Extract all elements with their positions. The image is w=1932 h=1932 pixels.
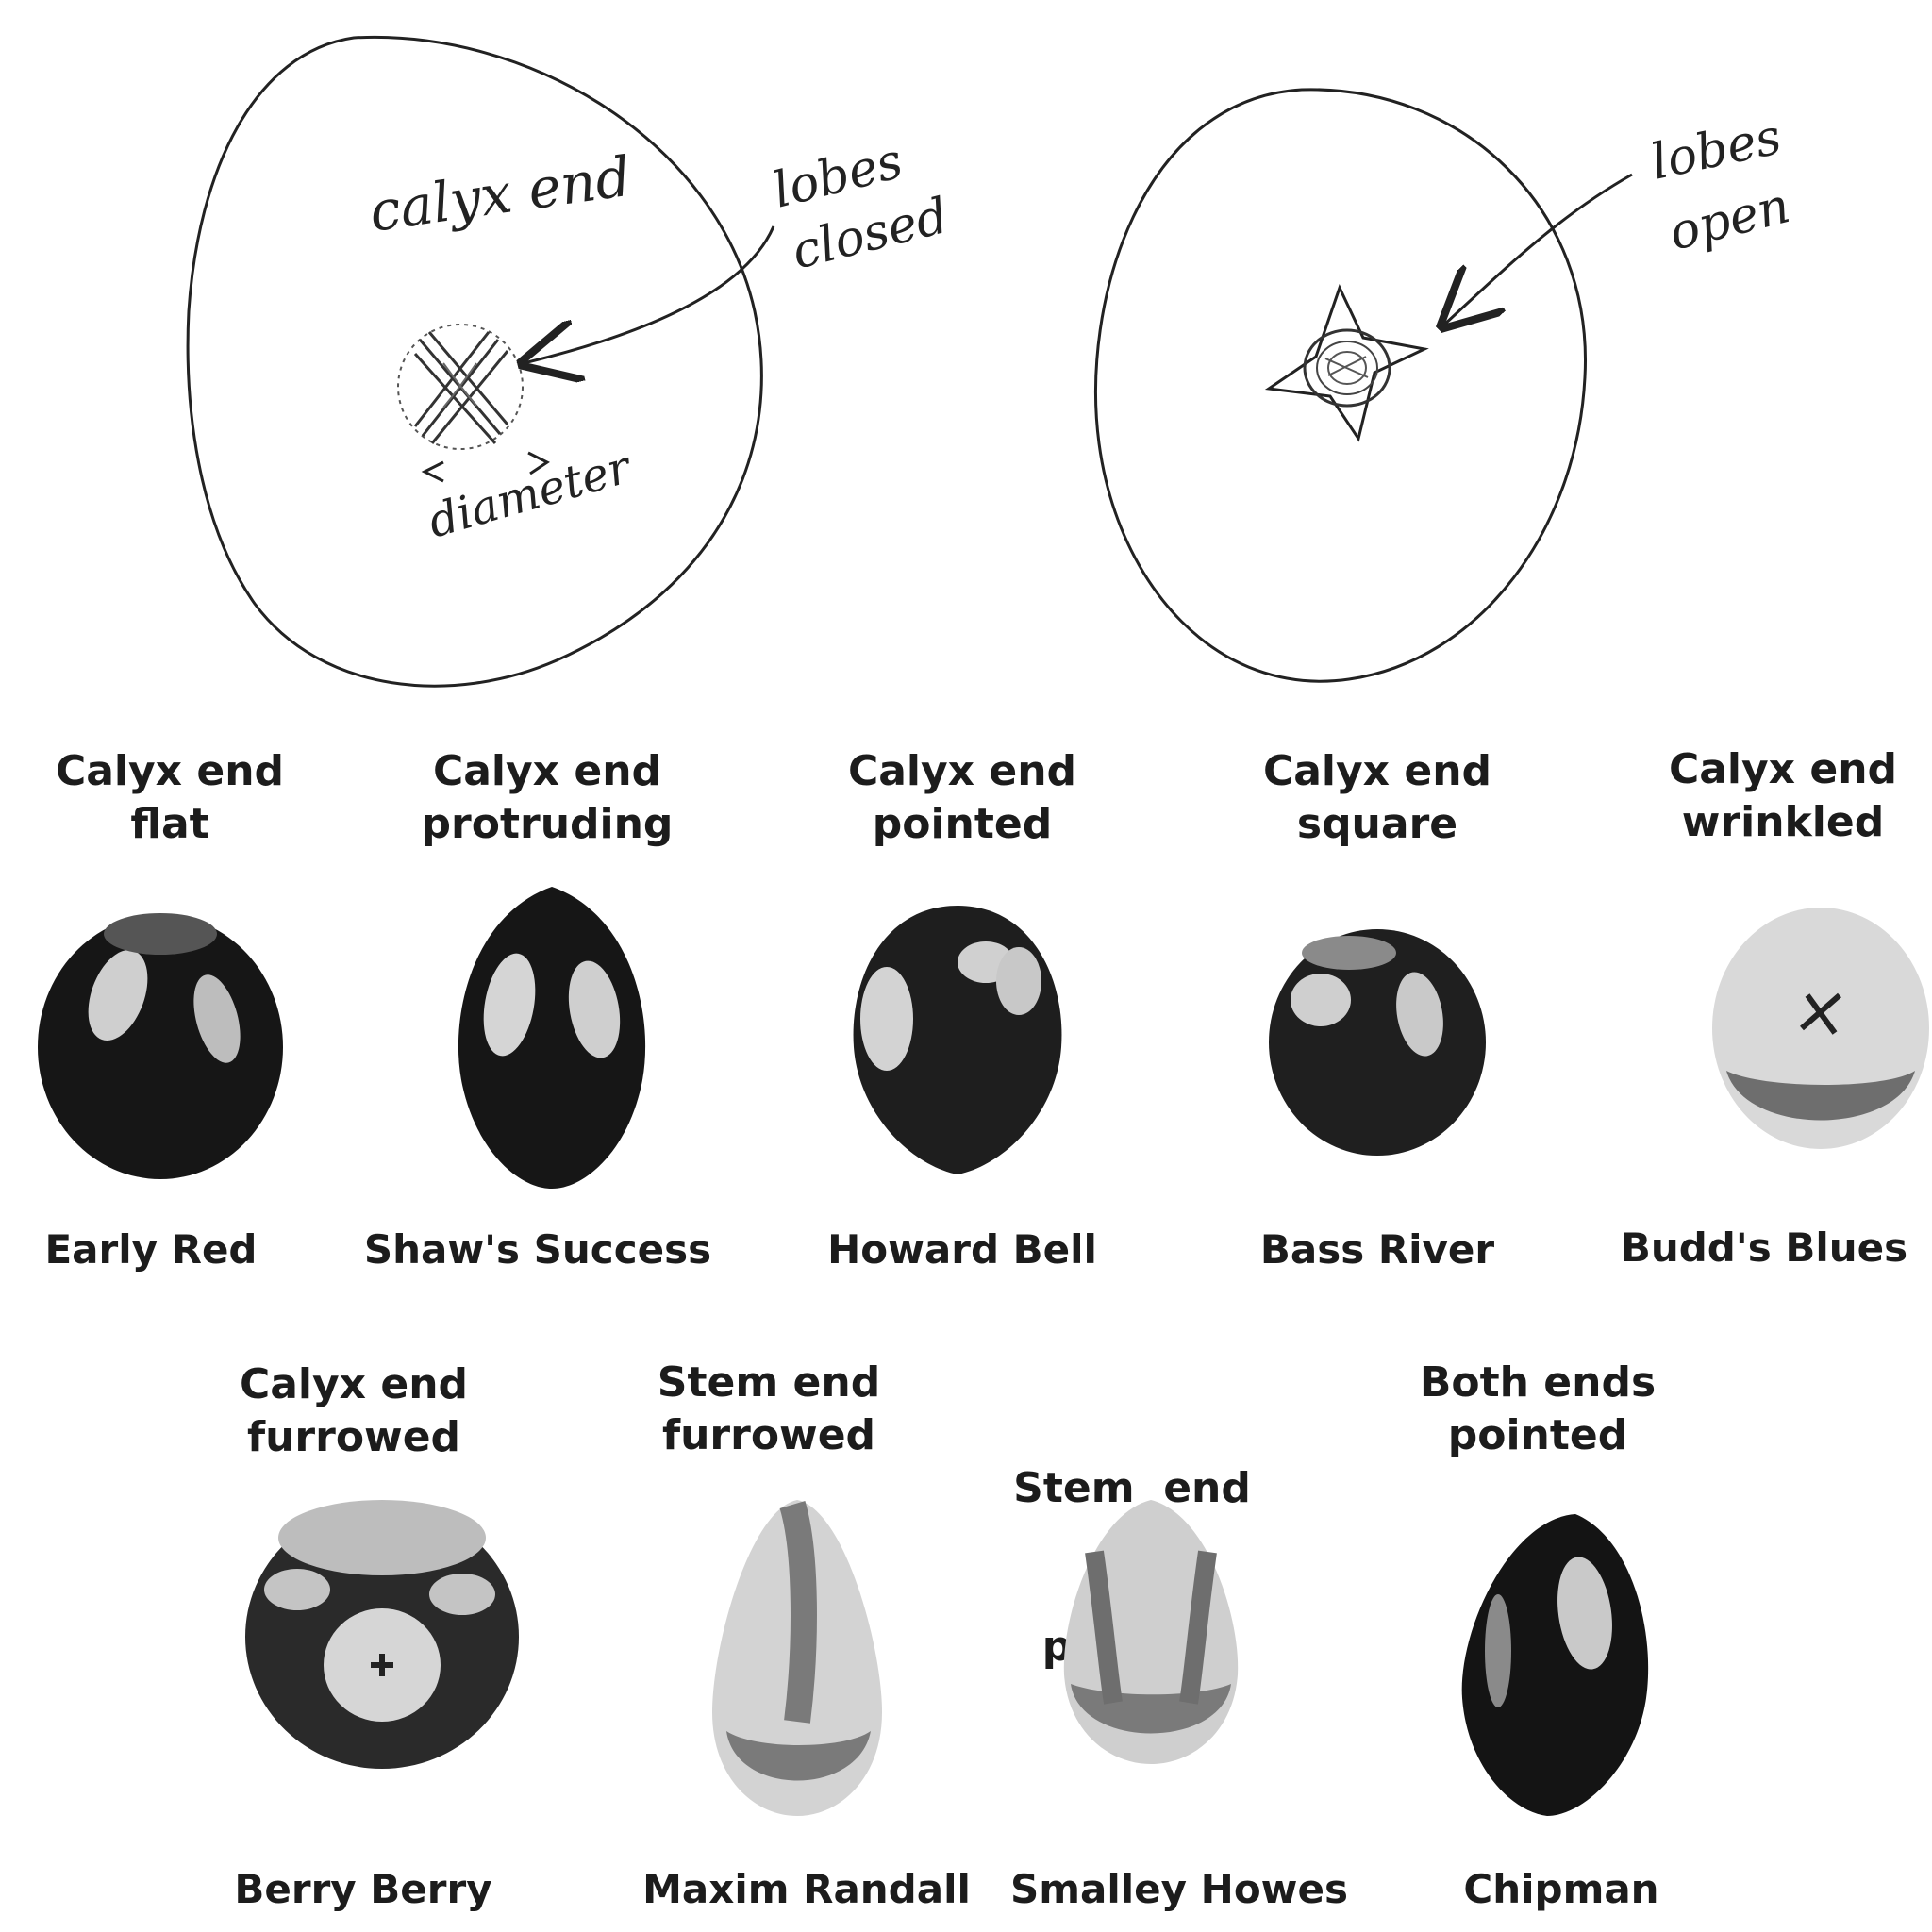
lobes-open-label-line2: open (1664, 177, 1796, 261)
caption-line: pointed (1447, 1411, 1628, 1459)
berry-photo-maxim-randall (712, 1500, 882, 1816)
caption-line: Calyx end (847, 747, 1077, 795)
caption-line: furrowed (246, 1413, 461, 1461)
caption-calyx-pointed: Calyx end pointed (821, 745, 1104, 851)
berry-outline-left (186, 35, 763, 688)
variety-name-maxim-randall: Maxim Randall (642, 1866, 971, 1912)
berry-photo-early-red (38, 913, 283, 1179)
caption-line: square (1296, 800, 1458, 848)
variety-name-howard-bell: Howard Bell (827, 1226, 1097, 1273)
caption-line: protruding (421, 800, 674, 848)
diameter-label: diameter (423, 440, 639, 548)
berry-photo-berry-berry (245, 1500, 519, 1769)
caption-stem-furrowed: Stem end furrowed (627, 1357, 910, 1462)
sketch-lobes-closed: calyx end lobes closed diameter (186, 35, 954, 688)
variety-name-shaws-success: Shaw's Success (363, 1226, 712, 1273)
lobes-open-label-line1: lobes (1646, 108, 1786, 192)
variety-name-chipman: Chipman (1463, 1866, 1659, 1912)
berry-outline-right (1094, 88, 1587, 683)
caption-calyx-protruding: Calyx end protruding (406, 745, 689, 851)
caption-line: Calyx end (55, 747, 285, 795)
variety-name-bass-river: Bass River (1259, 1226, 1495, 1273)
sketch-lobes-open: lobes open (1094, 88, 1796, 683)
calyx-end-label: calyx end (365, 144, 634, 244)
pointer-arrow-closed (524, 225, 775, 363)
berry-photo-bass-river (1269, 929, 1486, 1156)
variety-name-budds-blues: Budd's Blues (1620, 1224, 1908, 1271)
calyx-sketches: calyx end lobes closed diameter lobes op… (186, 35, 1796, 688)
variety-name-smalley-howes: Smalley Howes (1010, 1866, 1348, 1912)
caption-line: Calyx end (432, 747, 662, 795)
closed-lobes-icon (397, 324, 524, 450)
caption-line: Both ends (1419, 1358, 1657, 1407)
berry-photo-howard-bell (853, 906, 1062, 1174)
berry-photo-smalley-howes (1063, 1500, 1239, 1764)
caption-calyx-wrinkled: Calyx end wrinkled (1641, 743, 1924, 849)
variety-name-berry-berry: Berry Berry (234, 1866, 492, 1912)
caption-line: pointed (872, 800, 1053, 848)
caption-calyx-flat: Calyx end flat (28, 745, 311, 851)
caption-line: Stem end (657, 1358, 881, 1407)
caption-line: wrinkled (1681, 798, 1885, 846)
caption-line: furrowed (661, 1411, 876, 1459)
caption-calyx-square: Calyx end square (1236, 745, 1519, 851)
caption-line: Stem end (1013, 1464, 1251, 1512)
caption-calyx-furrowed: Calyx end furrowed (212, 1358, 495, 1464)
diameter-bracket-left (421, 460, 444, 483)
caption-line: Calyx end (1262, 747, 1492, 795)
caption-both-pointed: Both ends pointed (1396, 1357, 1679, 1462)
open-lobes-icon (1264, 284, 1429, 442)
pointer-arrow-open (1443, 173, 1633, 325)
berry-photo-shaws-success (458, 887, 646, 1189)
caption-line: Calyx end (239, 1360, 469, 1408)
variety-name-early-red: Early Red (44, 1226, 258, 1273)
caption-line: Calyx end (1668, 745, 1898, 793)
berry-photo-chipman (1461, 1514, 1649, 1816)
caption-line: flat (130, 800, 209, 848)
diameter-bracket-right (527, 451, 550, 475)
berry-photo-budds-blues (1712, 908, 1929, 1149)
